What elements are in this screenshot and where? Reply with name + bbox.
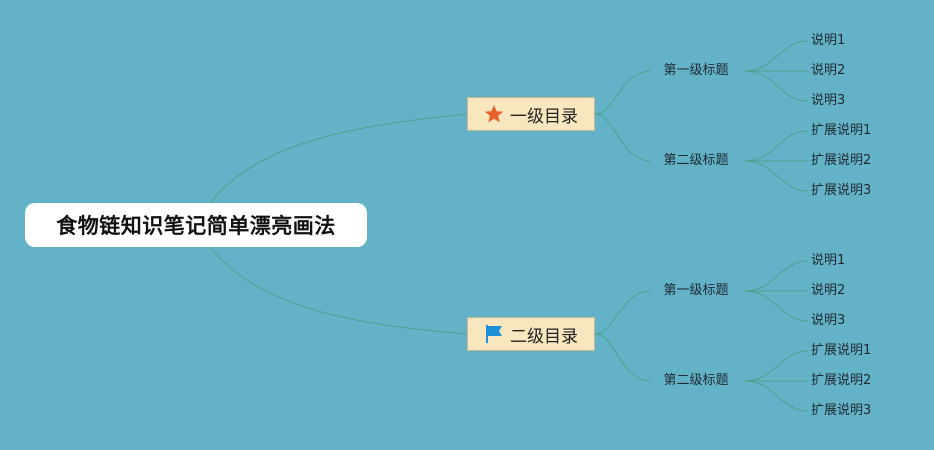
- connector-root-branch-2: [209, 246, 468, 335]
- star-icon: [484, 104, 504, 124]
- connector-leaf: [744, 130, 809, 162]
- branch-topic-1[interactable]: 一级目录: [467, 97, 595, 131]
- leaf-topic[interactable]: 说明3: [811, 313, 846, 328]
- leaf-topic[interactable]: 扩展说明3: [811, 403, 872, 418]
- root-topic[interactable]: 食物链知识笔记简单漂亮画法: [25, 203, 367, 247]
- branch-topic-label: 一级目录: [510, 106, 578, 127]
- connector-branch-2-topic-1: [594, 290, 651, 335]
- leaf-topic[interactable]: 说明1: [811, 33, 846, 48]
- connector-branch-2-topic-2: [594, 333, 651, 382]
- connector-branch-1-topic-2: [594, 113, 651, 162]
- connector-leaf: [744, 160, 809, 192]
- connector-leaf: [744, 70, 809, 102]
- subtopic[interactable]: 第二级标题: [663, 153, 729, 168]
- connector-leaf: [744, 260, 809, 292]
- subtopic[interactable]: 第一级标题: [663, 63, 729, 78]
- connector-leaf: [744, 380, 809, 412]
- leaf-topic[interactable]: 扩展说明2: [811, 373, 872, 388]
- leaf-topic[interactable]: 扩展说明2: [811, 153, 872, 168]
- leaf-topic[interactable]: 说明1: [811, 253, 846, 268]
- branch-topic-label: 二级目录: [510, 326, 578, 347]
- leaf-topic[interactable]: 扩展说明3: [811, 183, 872, 198]
- flag-icon: [484, 324, 504, 344]
- leaf-topic[interactable]: 扩展说明1: [811, 123, 872, 138]
- leaf-topic[interactable]: 扩展说明1: [811, 343, 872, 358]
- connector-branch-1-topic-1: [594, 70, 651, 115]
- connector-leaf: [744, 290, 809, 322]
- subtopic[interactable]: 第一级标题: [663, 283, 729, 298]
- connector-leaf: [744, 40, 809, 72]
- connector-leaf: [744, 350, 809, 382]
- connector-root-branch-1: [209, 113, 468, 204]
- branch-topic-2[interactable]: 二级目录: [467, 317, 595, 351]
- subtopic[interactable]: 第二级标题: [663, 373, 729, 388]
- leaf-topic[interactable]: 说明2: [811, 283, 846, 298]
- leaf-topic[interactable]: 说明2: [811, 63, 846, 78]
- leaf-topic[interactable]: 说明3: [811, 93, 846, 108]
